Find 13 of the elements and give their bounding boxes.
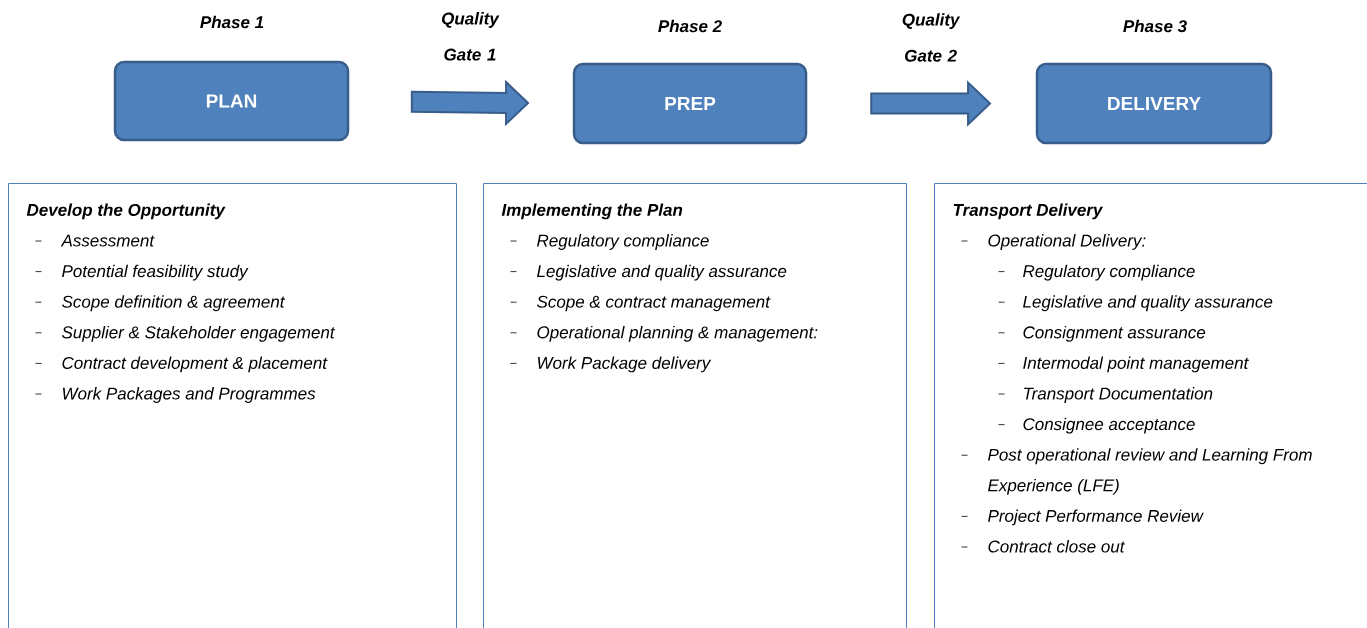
block-arrow: [870, 80, 992, 127]
block-arrow: [410, 79, 530, 127]
process-box: PLAN: [113, 60, 350, 142]
edge-label: Quality Gate 2: [902, 13, 961, 62]
process-box: DELIVERY: [1035, 62, 1273, 145]
phase-label: Phase 2: [658, 19, 722, 33]
text-panel: Develop the Opportunity Assessment Potential feasibility study Scope definition & agreement Supplier & Stakeholder engagement Contract development & placement Work Packages and Programmes: [8, 183, 457, 628]
edge-label: Quality Gate 1: [441, 12, 500, 61]
process-box: PREP: [572, 62, 808, 145]
text-panel: Transport Delivery Operational Delivery: Regulatory compliance Legislative and quality assurance Consignment assurance Intermodal point management Transport Documentation Consignee acceptance Post operational review and Learning From Experience (LFE) Project Performance Review Contract close out: [934, 183, 1367, 628]
phase-label: Phase 1: [200, 15, 264, 29]
phase-label: Phase 3: [1123, 19, 1187, 33]
text-panel: Implementing the Plan Regulatory compliance Legislative and quality assurance Scope & contract management Operational planning & management: Work Package delivery: [483, 183, 907, 628]
